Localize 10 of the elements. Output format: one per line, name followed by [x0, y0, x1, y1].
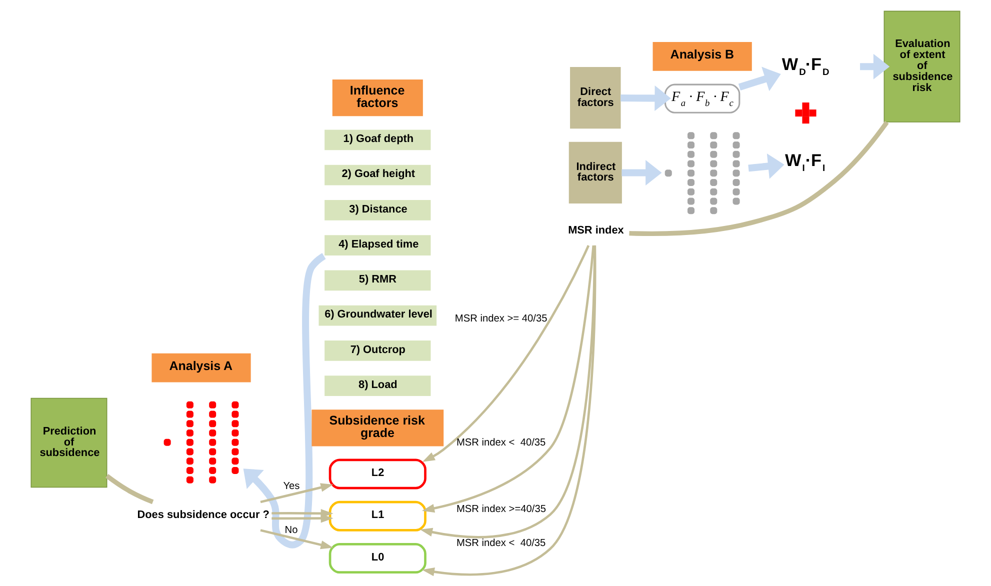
node-text: Does subsidence occur ?: [137, 509, 270, 522]
edge-label: MSR index < 40/35: [456, 437, 546, 448]
edge-label: MSR index >= 40/35: [454, 313, 548, 324]
node-text: W$_{I}$·F$_{I}$: [785, 150, 826, 174]
node-text: W$_{D}$·F$_{D}$: [782, 54, 830, 78]
edge-label: MSR index >=40/35: [456, 504, 546, 515]
edge-label: MSR index < 40/35: [456, 538, 546, 550]
edge-label: No: [284, 524, 298, 536]
node-text: MSR index: [568, 224, 624, 236]
edge-label: Yes: [283, 481, 300, 492]
